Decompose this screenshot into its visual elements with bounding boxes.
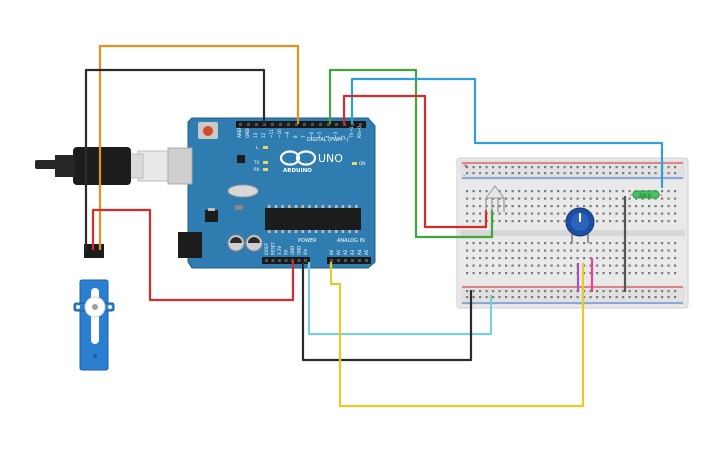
- pin-label: IOREF: [264, 242, 269, 255]
- rail-minus-label: -: [463, 172, 465, 179]
- wires: [84, 44, 664, 408]
- pin-label: 5V: [284, 249, 289, 255]
- breadboard-jumpers: [576, 196, 627, 292]
- reset-button-cap[interactable]: [203, 126, 213, 136]
- analog-header: [327, 257, 371, 264]
- atmega-chip: [265, 208, 361, 230]
- red-wire-top[interactable]: [342, 94, 488, 229]
- board-name: ARDUINO: [283, 168, 312, 174]
- board-brand: UNO: [318, 152, 343, 165]
- resistor-label: 220 Ω: [639, 193, 651, 198]
- pin-label: ~10: [277, 129, 282, 138]
- pin-label: ~5: [317, 131, 322, 138]
- on-led-label: ON: [359, 161, 365, 166]
- rgb-led[interactable]: [485, 185, 505, 212]
- pin-label: GND: [245, 128, 250, 138]
- pin-label: 4: [325, 135, 330, 138]
- top-power-rail: [460, 160, 685, 180]
- pin-label: A1: [336, 249, 341, 255]
- usb-cable-end: [35, 160, 57, 169]
- pin-label: GND: [290, 246, 295, 255]
- rail-plus-label: +: [463, 163, 468, 170]
- blue-wire[interactable]: [350, 77, 664, 188]
- pin-label: ~6: [309, 131, 314, 138]
- orange-wire[interactable]: [98, 44, 300, 250]
- crystal-oscillator: [227, 184, 259, 198]
- usb-plug: [73, 147, 131, 185]
- black-wire-bottom[interactable]: [301, 262, 473, 362]
- digital-header-label: DIGITAL (PWM~): [307, 137, 349, 143]
- pin-label: A0: [329, 249, 334, 255]
- on-led: [352, 162, 357, 165]
- yellow-wire[interactable]: [329, 262, 585, 408]
- potentiometer[interactable]: [565, 207, 595, 243]
- analog-header-label: ANALOG IN: [337, 238, 365, 244]
- breadboard-holes: [466, 166, 677, 299]
- pin-label: A4: [357, 249, 362, 255]
- servo-motor[interactable]: [73, 244, 115, 371]
- dc-power-jack[interactable]: [178, 232, 202, 258]
- pin-label: TX→1: [349, 126, 354, 139]
- cyan-wire[interactable]: [307, 262, 493, 336]
- pin-label: ~3: [333, 131, 338, 138]
- smd-component: [235, 205, 243, 210]
- black-wire-top[interactable]: [84, 68, 266, 250]
- rx-led-label: RX: [254, 167, 260, 172]
- pin-label: 13: [253, 132, 258, 138]
- usb-chip: [237, 155, 245, 163]
- l-led: [263, 146, 268, 149]
- red-wire-servo[interactable]: [91, 208, 295, 302]
- green-wire[interactable]: [328, 68, 494, 239]
- bottom-power-rail: [460, 285, 685, 305]
- pin-label: RESET: [271, 242, 276, 255]
- digital-header: [236, 121, 366, 128]
- tx-led-label: TX: [253, 160, 259, 165]
- pin-label: AREF: [237, 127, 242, 138]
- pin-label: 8: [293, 135, 298, 138]
- pin-label: ~9: [285, 131, 290, 138]
- pin-label: A5: [364, 249, 369, 255]
- resistor[interactable]: 220 Ω: [630, 190, 662, 199]
- usb-cable[interactable]: [35, 147, 193, 185]
- pin-label: A2: [343, 249, 348, 255]
- arduino-logo-icon: [279, 150, 317, 166]
- pin-label: 3.3V: [277, 246, 282, 255]
- pin-label: 7: [301, 135, 306, 138]
- l-led-label: L: [256, 145, 259, 150]
- pin-label: GND: [297, 246, 302, 255]
- servo-shaft: [92, 304, 98, 310]
- tx-led: [263, 161, 268, 164]
- pin-label: 12: [261, 132, 266, 138]
- power-header-label: POWER: [298, 238, 317, 244]
- pin-label: RX←0: [357, 126, 362, 138]
- pin-label: ~11: [269, 129, 274, 138]
- pin-label: 2: [341, 135, 346, 138]
- voltage-regulator: [205, 210, 218, 222]
- pin-label: A3: [350, 249, 355, 255]
- pin-label: Vin: [303, 248, 308, 255]
- rx-led: [263, 168, 268, 171]
